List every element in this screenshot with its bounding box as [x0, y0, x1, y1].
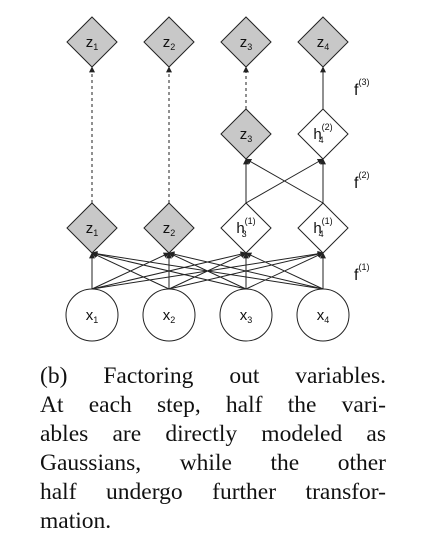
top-z1-shape: [66, 16, 118, 68]
level1-z1-shape: [66, 202, 118, 254]
input-x2-label: x2: [163, 307, 176, 325]
input-x3-shape: [219, 288, 273, 342]
caption-line: half undergo further transfor-: [40, 479, 386, 505]
level2-z3-shape: [220, 108, 272, 160]
figure-caption: (b) Factoring out variables. At each ste…: [40, 362, 386, 536]
top-z3-label: z3: [240, 34, 253, 52]
function-labels: f(3) f(2) f(1): [354, 77, 369, 284]
function-label-3: f(3): [354, 77, 369, 99]
level2-h4-label: h(2)4: [313, 122, 332, 145]
caption-line: ables are directly modeled as: [40, 421, 386, 447]
input-x4-shape: [296, 288, 350, 342]
top-z2-label: z2: [163, 34, 176, 52]
input-x1-label: x1: [86, 307, 99, 325]
caption-line: mation.: [40, 508, 112, 534]
level1-z2-label: z2: [163, 220, 176, 238]
caption-line: (b) Factoring out variables.: [40, 363, 386, 389]
level1-h3-shape: [220, 202, 272, 254]
level1-h4-label: h(1)4: [313, 216, 332, 239]
level2-h4-shape: [297, 108, 349, 160]
level2-z3-label: z3: [240, 126, 253, 144]
top-z4-shape: [297, 16, 349, 68]
edge-x4-level1-2: [168, 251, 324, 290]
edge-x4-level1-3: [245, 252, 324, 290]
level1-h4-shape: [297, 202, 349, 254]
level1-h3-label: h(1)3: [236, 216, 255, 239]
caption-line: Gaussians, while the other: [40, 450, 386, 476]
level1-z2-shape: [143, 202, 195, 254]
top-z2-shape: [143, 16, 195, 68]
top-z3-shape: [220, 16, 272, 68]
level1-z1-label: z1: [86, 220, 99, 238]
edges: [89, 66, 326, 290]
function-label-1: f(1): [354, 262, 369, 284]
top-z4-label: z4: [317, 34, 330, 52]
edge-x3-level1-1: [91, 251, 247, 290]
edge-x2-level1-1: [91, 252, 170, 290]
input-x3-label: x3: [240, 307, 253, 325]
input-x1-shape: [65, 288, 119, 342]
top-z1-label: z1: [86, 34, 99, 52]
caption-line: At each step, half the vari-: [40, 392, 386, 418]
flow-diagram: z1 z2 z3 z4 z3 h(2)4 z1 z2 h(1)3 h(1)4 x1 x2 x3 x4 f(…: [65, 16, 369, 342]
nodes: z1 z2 z3 z4 z3 h(2)4 z1 z2 h(1)3 h(1)4 x1 x2 x3 x4: [65, 16, 350, 342]
edge-h4-level2-3: [245, 158, 324, 204]
input-x4-label: x4: [317, 307, 330, 325]
function-label-2: f(2): [354, 170, 369, 192]
edge-x4-level1-1: [91, 250, 324, 290]
input-x2-shape: [142, 288, 196, 342]
